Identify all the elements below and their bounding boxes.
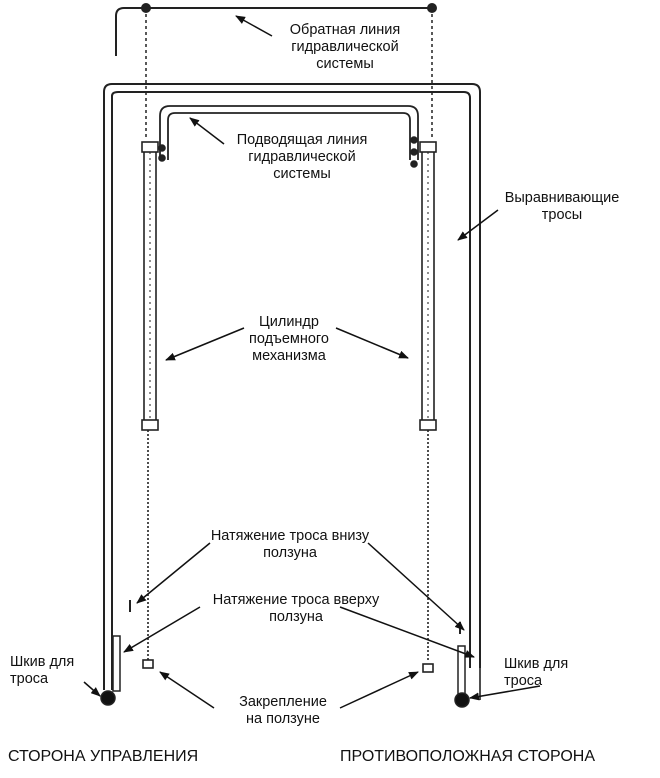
cable-tension-bottom-label: Натяжение троса внизу ползуна [210, 528, 370, 561]
lift-cylinder-label: Цилиндр подъемного механизма [249, 314, 329, 364]
slider-fastening-label: Закрепление на ползуне [239, 694, 327, 727]
right-cylinder [410, 136, 437, 673]
cable-tension-top-label: Натяжение троса вверху ползуна [212, 592, 380, 625]
supply-line-label: Подводящая линия гидравлической системы [236, 132, 368, 182]
control-side-caption: СТОРОНА УПРАВЛЕНИЯ [8, 748, 199, 765]
leader-arrows [83, 15, 541, 709]
sheave-right-label: Шкив для троса [504, 656, 569, 689]
outer-frame [103, 83, 481, 690]
equalizing-cables-label: Выравнивающие тросы [504, 190, 620, 223]
sheave-left-label: Шкив для троса [10, 654, 75, 687]
supply-line-pipe [159, 105, 419, 160]
left-sheave [100, 635, 121, 706]
opposite-side-caption: ПРОТИВОПОЛОЖНАЯ СТОРОНА [340, 748, 595, 765]
right-sheave [454, 645, 481, 708]
return-line-label: Обратная линия гидравлической системы [289, 22, 401, 72]
left-cylinder [141, 141, 166, 669]
return-line-pipe [115, 3, 437, 140]
